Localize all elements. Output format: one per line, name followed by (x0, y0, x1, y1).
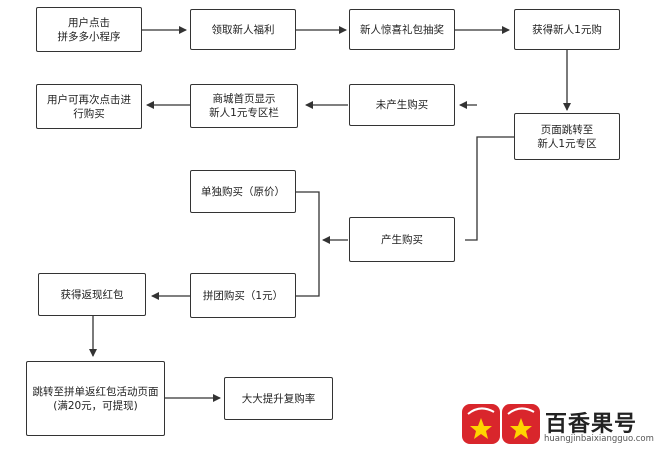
node-user-click: 用户点击 拼多多小程序 (36, 7, 142, 52)
watermark-url: huangjinbaixiangguo.com (544, 434, 654, 444)
node-no-purchase: 未产生购买 (349, 84, 455, 126)
node-jump-zone: 页面跳转至 新人1元专区 (514, 113, 620, 160)
node-boost-repurchase: 大大提升复购率 (224, 377, 333, 420)
node-group-buy: 拼团购买（1元） (190, 273, 296, 318)
node-claim-benefit: 领取新人福利 (190, 9, 296, 50)
passion-fruit-logo-icon (462, 404, 540, 444)
node-get-1yuan: 获得新人1元购 (514, 9, 620, 50)
node-home-banner: 商城首页显示 新人1元专区栏 (190, 84, 298, 128)
node-purchase: 产生购买 (349, 217, 455, 262)
arrow-jump-to-branches (465, 136, 514, 241)
bracket-options (296, 191, 320, 297)
node-surprise-draw: 新人惊喜礼包抽奖 (349, 9, 455, 50)
node-repeat-click: 用户可再次点击进 行购买 (36, 84, 142, 129)
watermark-name: 百香果号 (545, 411, 638, 437)
node-single-buy: 单独购买（原价） (190, 170, 296, 213)
node-cashback: 获得返现红包 (38, 273, 146, 316)
node-jump-activity: 跳转至拼单返红包活动页面 (满20元，可提现) (26, 361, 165, 436)
watermark: 百香果号 huangjinbaixiangguo.com (460, 402, 660, 450)
